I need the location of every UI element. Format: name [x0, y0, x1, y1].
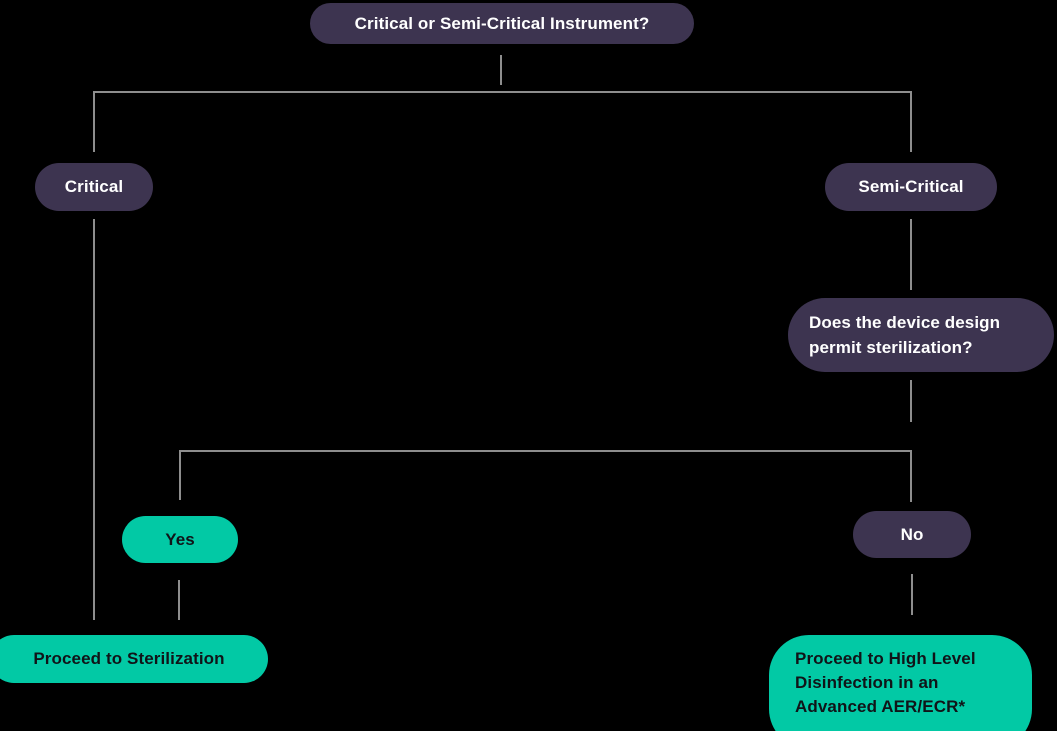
- connector-question-stem: [910, 380, 912, 422]
- connector-semicritical-branch: [910, 91, 912, 152]
- node-critical: Critical: [35, 163, 153, 211]
- node-device-design-question: Does the device design permit sterilizat…: [788, 298, 1054, 372]
- connector-yes-to-outcome: [178, 580, 180, 620]
- connector-critical-branch: [93, 91, 95, 152]
- node-root-question: Critical or Semi-Critical Instrument?: [310, 3, 694, 44]
- connector-mid-horizontal: [179, 450, 912, 452]
- connector-no-branch: [910, 450, 912, 502]
- node-yes: Yes: [122, 516, 238, 563]
- connector-yes-branch: [179, 450, 181, 500]
- connector-semicritical-to-question: [910, 219, 912, 290]
- node-outcome-high-level-disinfection: Proceed to High Level Disinfection in an…: [769, 635, 1032, 731]
- node-semi-critical: Semi-Critical: [825, 163, 997, 211]
- connector-root-stem: [500, 55, 502, 85]
- connector-top-horizontal: [93, 91, 912, 93]
- node-no: No: [853, 511, 971, 558]
- node-outcome-high-level-disinfection-label: Proceed to High Level Disinfection in an…: [795, 649, 976, 716]
- connector-critical-to-outcome: [93, 219, 95, 620]
- connector-no-to-outcome: [911, 574, 913, 615]
- node-outcome-sterilization: Proceed to Sterilization: [0, 635, 268, 683]
